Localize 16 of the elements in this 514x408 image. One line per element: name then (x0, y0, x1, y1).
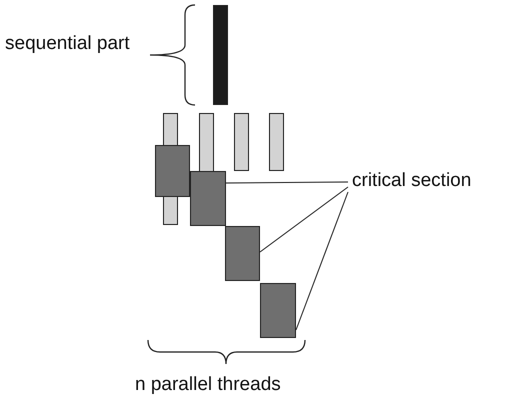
annotation-label: sequential part (5, 33, 130, 55)
critical-section-block (155, 145, 190, 197)
thread-bar (199, 113, 214, 173)
leader-line (260, 186, 348, 252)
critical-section-block (190, 171, 226, 226)
thread-bar (163, 196, 178, 225)
leader-line (296, 192, 348, 330)
annotation-label: n parallel threads (135, 374, 281, 396)
critical-section-block (260, 283, 296, 338)
critical-section-block (225, 226, 260, 281)
thread-bar (269, 113, 284, 171)
leader-line (226, 182, 348, 184)
thread-bar (163, 113, 178, 146)
sequential-bar (213, 5, 228, 105)
thread-bar (234, 113, 249, 171)
callout-label: critical section (352, 170, 472, 192)
